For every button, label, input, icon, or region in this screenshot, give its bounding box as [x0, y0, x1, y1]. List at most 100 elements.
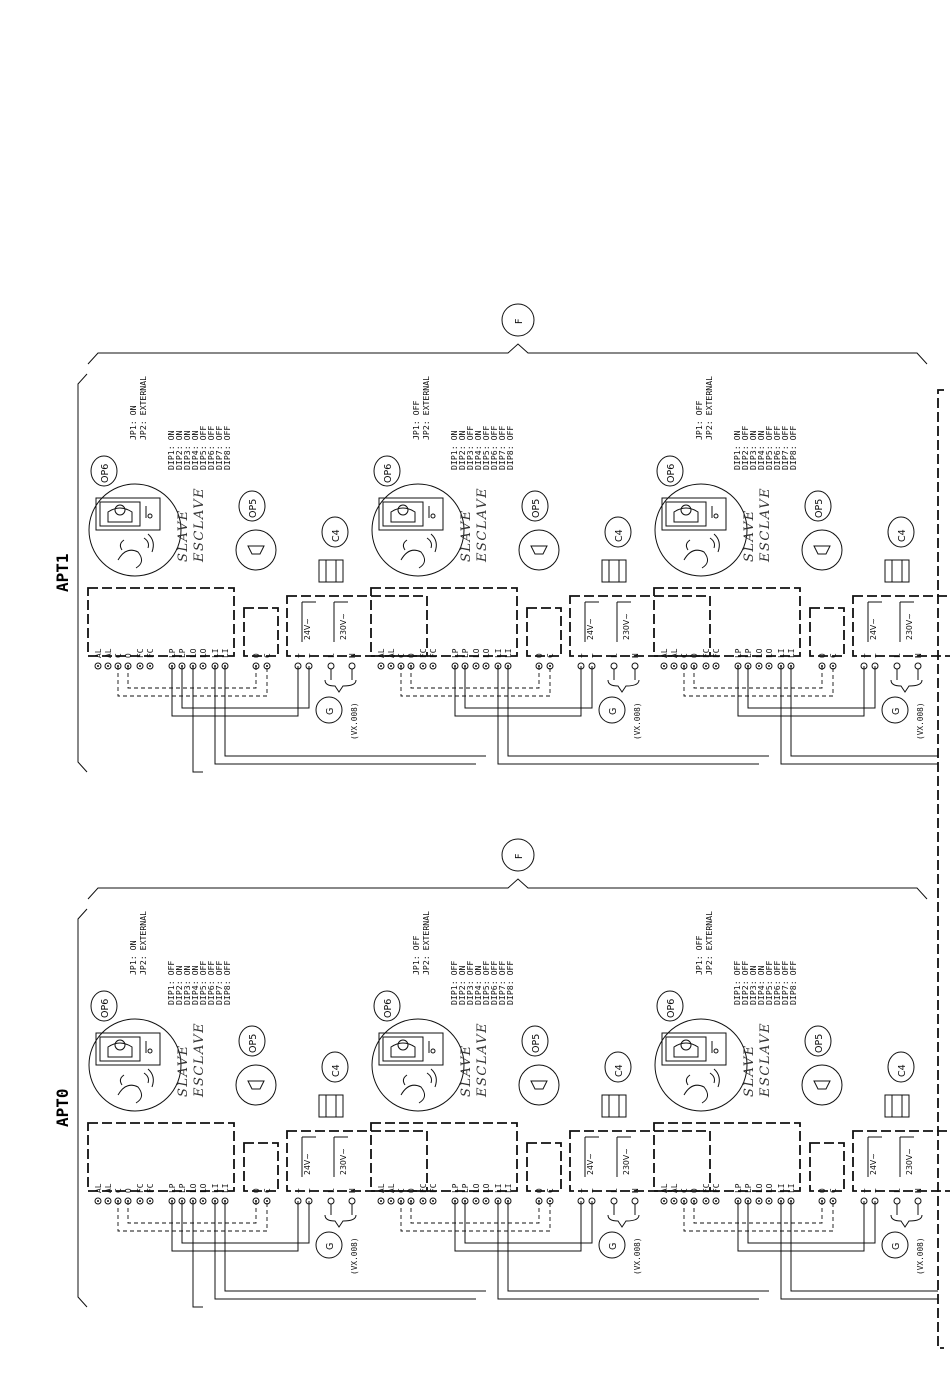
terminal-label: LP: [461, 1183, 470, 1193]
power-tag: [315, 696, 343, 724]
terminal-screw: [893, 662, 901, 670]
dip-setting: DIP6: OFF: [489, 961, 499, 1005]
dip-setting: DIP8: OFF: [505, 961, 515, 1005]
psu-in-label: 230V~: [339, 1148, 348, 1175]
sound-wave-icon: [713, 533, 720, 553]
op6-tag: [373, 990, 401, 1022]
oc-terminal-block: [526, 607, 562, 657]
op6-label: OP6: [100, 464, 111, 483]
dashed-wire: [400, 1201, 551, 1232]
esclave-label: ESCLAVE: [192, 1022, 207, 1098]
jumper-setting: JP1: ON: [128, 405, 138, 440]
psu-out-label: 24V~: [869, 618, 878, 640]
c4-tag: [887, 516, 915, 548]
dip-setting: DIP2: OFF: [740, 961, 750, 1005]
terminal-screw-center: [432, 665, 434, 667]
feeder-circle: [501, 303, 535, 337]
c4-tag: [604, 1051, 632, 1083]
mains-brace: [324, 1214, 357, 1228]
terminal-label: LO: [755, 1183, 764, 1193]
key-icon-dot: [147, 513, 153, 519]
terminal-screw-center: [485, 1200, 487, 1202]
speaker-icon: [518, 1064, 560, 1106]
terminal-label: C: [114, 1188, 123, 1193]
terminal-label: FC: [429, 1183, 438, 1193]
key-icon-dot: [147, 1048, 153, 1054]
c4-tag: [321, 1051, 349, 1083]
terminal-screw-center: [832, 665, 834, 667]
dip-setting: DIP2: OFF: [740, 426, 750, 470]
dip-setting: DIP4: ON: [190, 965, 200, 1005]
dip-setting: DIP6: OFF: [206, 426, 216, 470]
terminal-label: O: [535, 1188, 544, 1193]
dip-setting: DIP1: ON: [449, 430, 459, 470]
row-label: APT1: [53, 553, 72, 592]
dashed-wire: [127, 666, 257, 689]
op5-label: OP5: [248, 499, 259, 518]
bus-wire: [214, 1201, 476, 1300]
terminal-label: FC: [712, 648, 721, 658]
monitor-screen-icon: [378, 1032, 444, 1066]
videophone-icon: [88, 483, 182, 577]
psu-out-label: 24V~: [869, 1153, 878, 1175]
face-icon: [400, 1084, 425, 1104]
dip-setting: DIP3: OFF: [465, 961, 475, 1005]
op5-tag: [521, 1025, 549, 1057]
dip-setting: DIP4: ON: [756, 965, 766, 1005]
terminal-label: FC: [136, 648, 145, 658]
terminal-label: AL: [670, 1183, 679, 1193]
terminal-label: AL: [377, 1183, 386, 1193]
psu-out-label: 24V~: [586, 1153, 595, 1175]
terminal-label: ~: [871, 1188, 880, 1193]
terminal-label: FC: [429, 648, 438, 658]
psu-in-label: 230V~: [339, 613, 348, 640]
sound-wave-icon: [430, 533, 437, 553]
dip-setting: DIP2: ON: [457, 965, 467, 1005]
terminal-label: LO: [482, 1183, 491, 1193]
row-brace: [77, 908, 88, 1308]
sound-wave-icon: [713, 1068, 720, 1088]
terminal-label: FC: [702, 648, 711, 658]
terminal-label: LI: [211, 649, 220, 658]
dip-setting: DIP1: ON: [732, 430, 742, 470]
bus-wire: [224, 666, 486, 757]
dip-setting: DIP5: OFF: [764, 961, 774, 1005]
terminal-label: LO: [199, 648, 208, 658]
terminal-label: LI: [504, 649, 513, 658]
jumper-setting: JP1: OFF: [411, 400, 421, 440]
key-icon-dot: [430, 1048, 436, 1054]
person-icon: [107, 1042, 133, 1058]
slave-label: SLAVE: [459, 1044, 474, 1097]
slave-label: SLAVE: [742, 509, 757, 562]
sound-wave-icon: [143, 537, 149, 549]
power-model-label: (VX.008): [350, 702, 359, 740]
op5-label: OP5: [531, 1034, 542, 1053]
oc-terminal-block: [243, 607, 279, 657]
op5-label: OP5: [814, 499, 825, 518]
terminal-screw-center: [673, 665, 675, 667]
terminal-label: FC: [712, 1183, 721, 1193]
jumper-setting: JP1: ON: [128, 940, 138, 975]
terminal-label: O: [407, 1188, 416, 1193]
speaker-cone: [247, 1080, 265, 1090]
dip-setting: DIP5: OFF: [481, 961, 491, 1005]
power-wire: [737, 1201, 865, 1252]
terminal-label: N: [631, 653, 640, 658]
terminal-screw-center: [97, 665, 99, 667]
dip-setting: DIP8: OFF: [222, 961, 232, 1005]
terminal-label: L: [610, 653, 619, 658]
c4-label: C4: [897, 1064, 908, 1077]
screen-frame: [99, 1036, 141, 1062]
jumper-setting: JP1: OFF: [694, 935, 704, 975]
jumper-setting: JP2: EXTERNAL: [421, 911, 431, 975]
videophone-icon: [371, 1018, 465, 1112]
speaker-cone: [247, 545, 265, 555]
mains-brace: [607, 1214, 640, 1228]
terminal-screw-center: [663, 1200, 665, 1202]
op6-tag: [656, 990, 684, 1022]
terminal-label: ~: [305, 653, 314, 658]
speaker-cone: [530, 545, 548, 555]
dip-setting: DIP8: OFF: [788, 961, 798, 1005]
